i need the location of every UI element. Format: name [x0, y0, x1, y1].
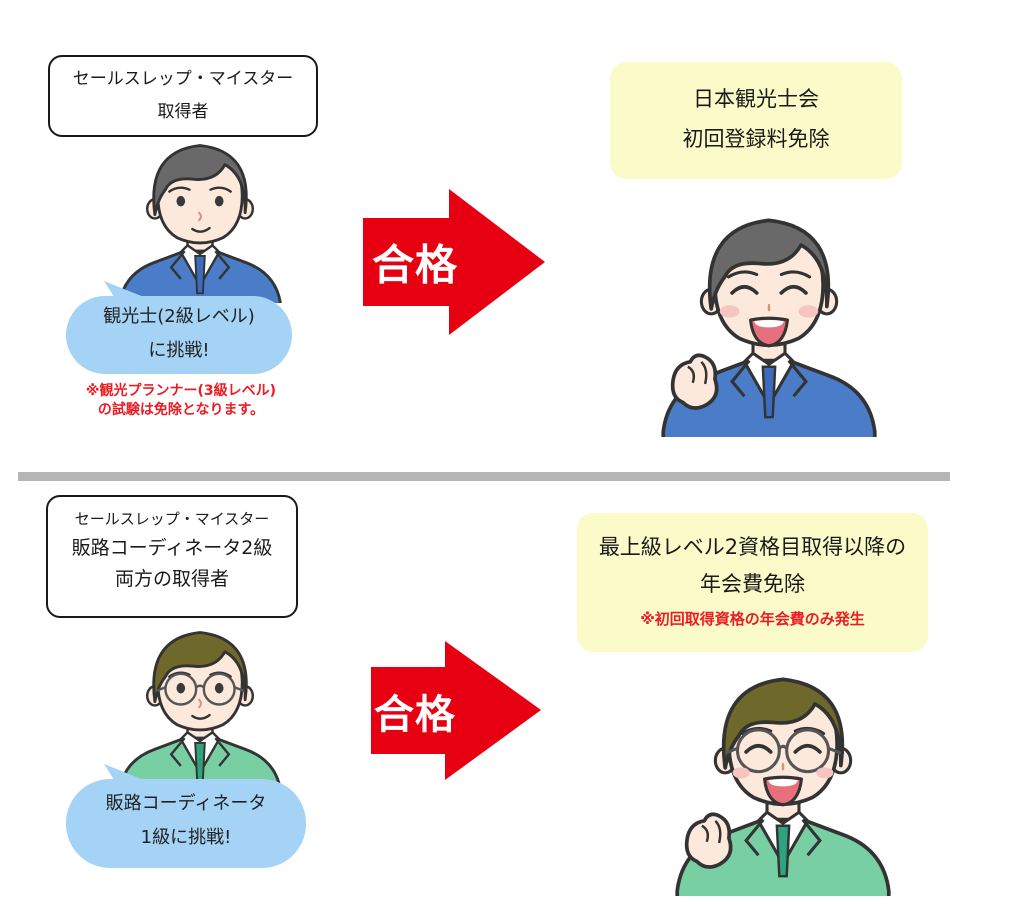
source-label-line: 販路コーディネータ2級 — [71, 537, 273, 559]
man-green-suit-glasses-illustration — [118, 631, 282, 790]
bubble-line: 1級に挑戦! — [140, 827, 232, 848]
top-source-label-box: セールスレップ・マイスター 取得者 — [48, 55, 318, 137]
pass-label: 合格 — [371, 240, 458, 290]
benefit-line: 最上級レベル2資格目取得以降の — [598, 535, 907, 559]
top-exemption-note: ※観光プランナー(3級レベル) の試験は免除となります。 — [36, 382, 326, 420]
source-label-line: 取得者 — [157, 102, 209, 122]
top-challenge-bubble: 観光士(2級レベル) に挑戦! — [66, 281, 292, 374]
right-arrow-icon — [371, 641, 541, 780]
section-divider — [18, 472, 950, 481]
source-label-line: 両方の取得者 — [114, 568, 229, 590]
bottom-pass-arrow: 合格 — [371, 641, 541, 780]
benefit-line: 年会費免除 — [700, 572, 805, 596]
cheering-man-blue-suit-illustration — [661, 218, 877, 437]
bubble-line: 販路コーディネータ — [105, 793, 267, 814]
glasses-icon — [155, 672, 245, 706]
benefit-line: 日本観光士会 — [693, 87, 819, 111]
source-label-line: セールスレップ・マイスター — [72, 69, 294, 89]
right-arrow-icon — [363, 189, 545, 335]
bubble-line: 観光士(2級レベル) — [103, 306, 255, 327]
benefit-note: ※初回取得資格の年会費のみ発生 — [640, 610, 865, 628]
bottom-challenge-bubble: 販路コーディネータ 1級に挑戦! — [66, 764, 306, 868]
bottom-source-label-box: セールスレップ・マイスター 販路コーディネータ2級 両方の取得者 — [46, 495, 298, 618]
benefit-line: 初回登録料免除 — [682, 127, 830, 151]
note-line: の試験は免除となります。 — [97, 402, 265, 418]
bubble-tail — [104, 764, 144, 786]
source-label-line: セールスレップ・マイスター — [74, 510, 270, 528]
bubble-line: に挑戦! — [148, 340, 210, 361]
pass-label: 合格 — [374, 691, 456, 738]
man-blue-suit-illustration — [118, 144, 282, 303]
top-benefit-box: 日本観光士会 初回登録料免除 — [610, 62, 902, 179]
note-line: ※観光プランナー(3級レベル) — [85, 383, 277, 399]
bottom-benefit-box: 最上級レベル2資格目取得以降の 年会費免除 ※初回取得資格の年会費のみ発生 — [577, 513, 928, 652]
bubble-tail — [104, 281, 144, 303]
top-pass-arrow: 合格 — [363, 189, 545, 335]
cheering-man-green-suit-glasses-illustration — [675, 677, 891, 896]
glasses-icon — [724, 728, 842, 774]
